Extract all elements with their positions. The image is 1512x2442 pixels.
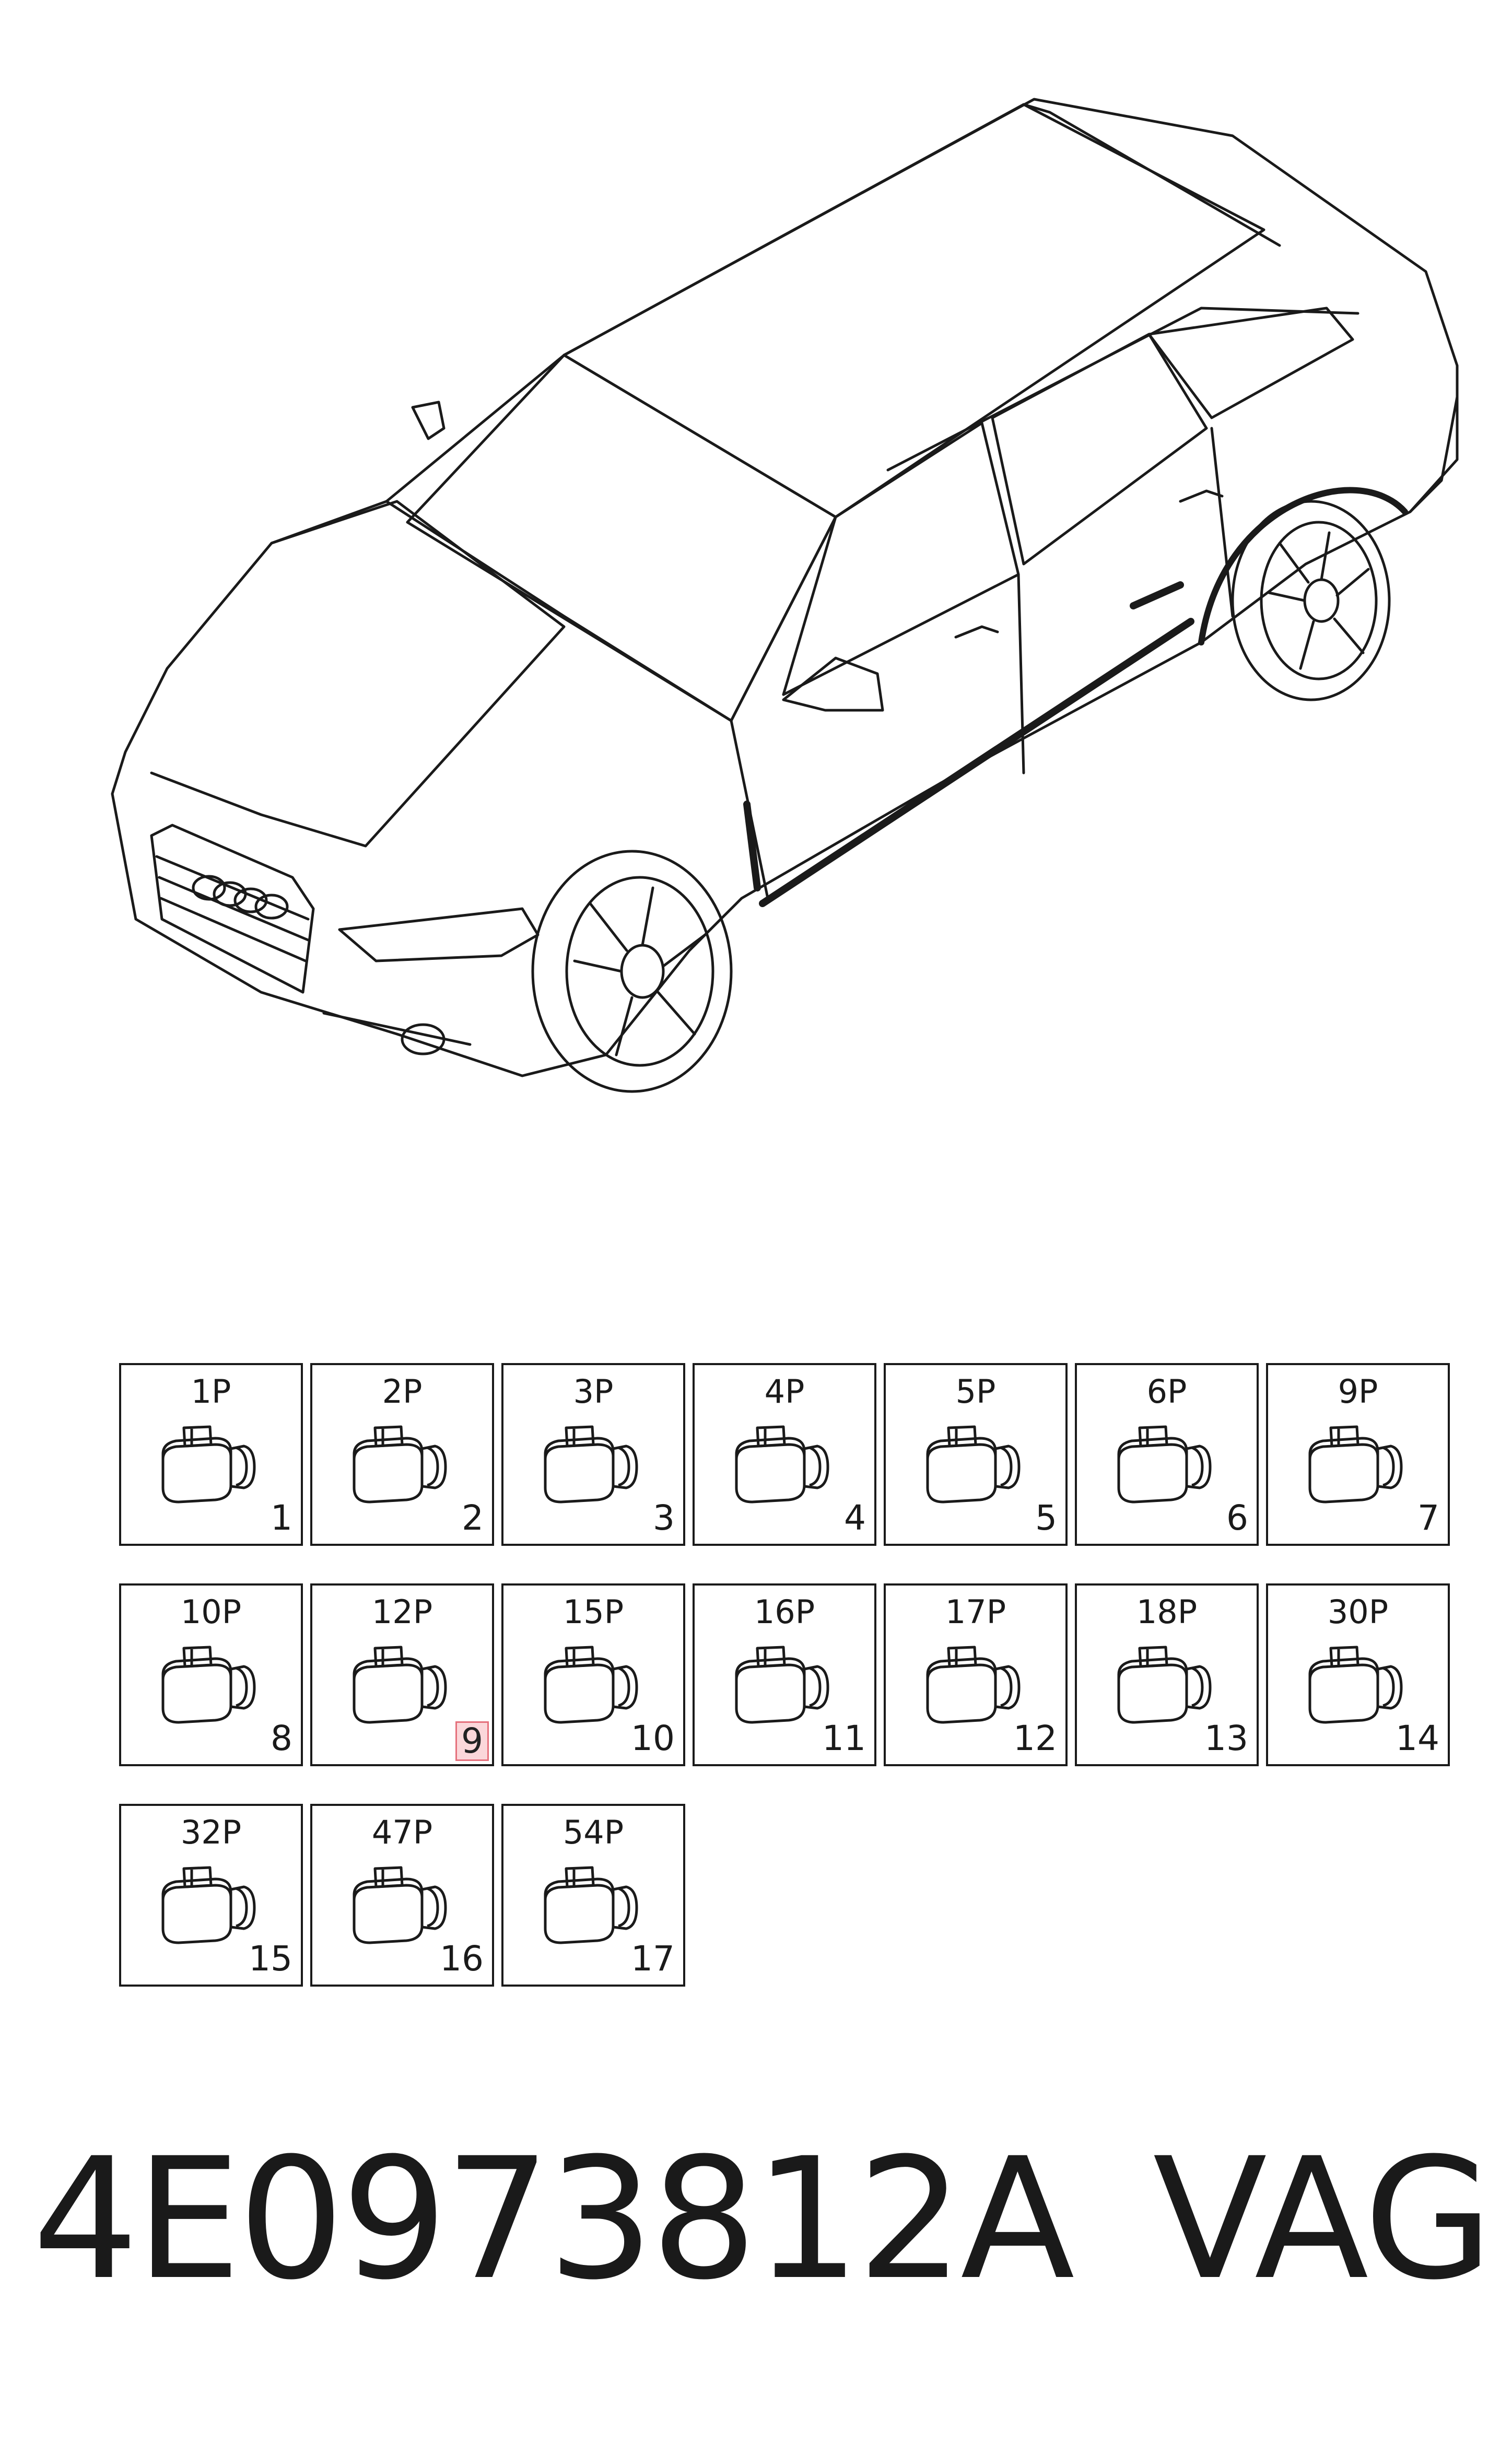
electrical-connector-icon <box>544 1646 638 1724</box>
connector-cell: 47P 16 <box>310 1804 494 1987</box>
connector-cell: 10P 8 <box>119 1583 303 1766</box>
connector-cell: 9P 7 <box>1266 1363 1450 1546</box>
electrical-connector-icon <box>161 1646 256 1724</box>
electrical-connector-icon <box>161 1425 256 1504</box>
connector-index-number: 13 <box>1204 1718 1248 1758</box>
connector-pin-label: 2P <box>382 1372 423 1411</box>
electrical-connector-icon <box>353 1866 447 1944</box>
connector-index-number: 17 <box>631 1939 675 1979</box>
connector-pin-label: 17P <box>945 1593 1006 1631</box>
connector-grid: 1P 1 2P 2 3P 3 4P 4 5P 5 6P 6 9P 7 10P 8 12P 9 <box>119 1363 1456 2000</box>
connector-index-number: 14 <box>1396 1718 1439 1758</box>
electrical-connector-icon <box>735 1425 829 1504</box>
connector-pin-label: 32P <box>180 1813 242 1851</box>
electrical-connector-icon <box>735 1646 829 1724</box>
connector-pin-label: 54P <box>562 1813 624 1851</box>
connector-cell: 18P 13 <box>1075 1583 1259 1766</box>
electrical-connector-icon <box>926 1646 1021 1724</box>
connector-index-number: 10 <box>631 1718 675 1758</box>
connector-pin-label: 47P <box>371 1813 433 1851</box>
electrical-connector-icon <box>353 1425 447 1504</box>
connector-cell: 17P 12 <box>884 1583 1068 1766</box>
connector-index-number: 2 <box>462 1498 484 1538</box>
electrical-connector-icon <box>926 1425 1021 1504</box>
connector-index-number: 4 <box>844 1498 866 1538</box>
connector-pin-label: 16P <box>754 1593 815 1631</box>
connector-cell: 4P 4 <box>693 1363 876 1546</box>
connector-index-number: 6 <box>1226 1498 1248 1538</box>
connector-cell: 12P 9 <box>310 1583 494 1766</box>
connector-pin-label: 30P <box>1327 1593 1389 1631</box>
connector-index-number: 15 <box>249 1939 292 1979</box>
electrical-connector-icon <box>1308 1646 1403 1724</box>
connector-pin-label: 12P <box>371 1593 433 1631</box>
connector-index-number: 5 <box>1035 1498 1057 1538</box>
connector-cell: 3P 3 <box>501 1363 685 1546</box>
electrical-connector-icon <box>544 1866 638 1944</box>
car-line-drawing-icon <box>111 98 1459 1093</box>
electrical-connector-icon <box>544 1425 638 1504</box>
connector-cell: 1P 1 <box>119 1363 303 1546</box>
connector-index-number: 11 <box>822 1718 866 1758</box>
connector-pin-label: 3P <box>573 1372 614 1411</box>
connector-pin-label: 5P <box>955 1372 996 1411</box>
connector-pin-label: 10P <box>180 1593 242 1631</box>
connector-index-number: 12 <box>1013 1718 1057 1758</box>
connector-index-number: 9 <box>455 1721 489 1761</box>
connector-pin-label: 4P <box>764 1372 805 1411</box>
brand-label: VAG <box>1153 2122 1493 2317</box>
connector-pin-label: 1P <box>191 1372 231 1411</box>
connector-cell: 54P 17 <box>501 1804 685 1987</box>
connector-cell: 2P 2 <box>310 1363 494 1546</box>
connector-cell: 16P 11 <box>693 1583 876 1766</box>
connector-index-number: 3 <box>653 1498 675 1538</box>
connector-pin-label: 15P <box>562 1593 624 1631</box>
connector-index-number: 1 <box>271 1498 292 1538</box>
electrical-connector-icon <box>1117 1425 1212 1504</box>
part-number: 4E0973812A <box>32 2122 1075 2317</box>
electrical-connector-icon <box>1117 1646 1212 1724</box>
connector-pin-label: 18P <box>1136 1593 1198 1631</box>
connector-index-number: 16 <box>440 1939 484 1979</box>
connector-index-number: 8 <box>271 1718 292 1758</box>
connector-pin-label: 9P <box>1338 1372 1378 1411</box>
connector-cell: 15P 10 <box>501 1583 685 1766</box>
connector-cell: 5P 5 <box>884 1363 1068 1546</box>
electrical-connector-icon <box>1308 1425 1403 1504</box>
connector-pin-label: 6P <box>1146 1372 1187 1411</box>
connector-index-number: 7 <box>1417 1498 1439 1538</box>
connector-cell: 30P 14 <box>1266 1583 1450 1766</box>
connector-cell: 32P 15 <box>119 1804 303 1987</box>
electrical-connector-icon <box>353 1646 447 1724</box>
electrical-connector-icon <box>161 1866 256 1944</box>
connector-cell: 6P 6 <box>1075 1363 1259 1546</box>
